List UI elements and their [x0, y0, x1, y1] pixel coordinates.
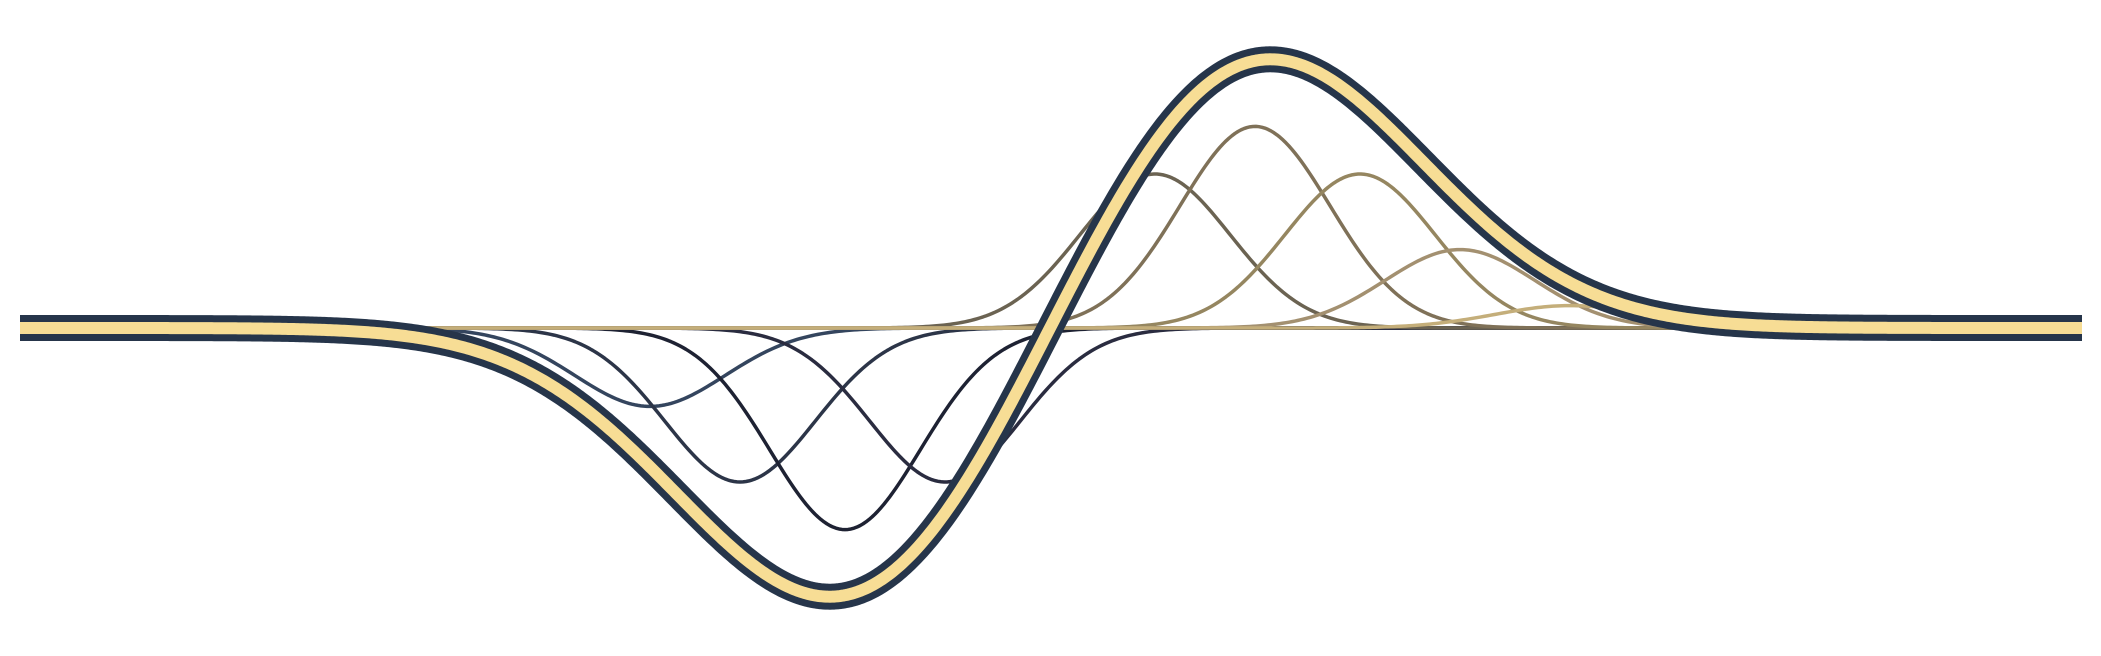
main-wave-core — [16, 53, 2086, 603]
main-wave — [9, 46, 2093, 610]
